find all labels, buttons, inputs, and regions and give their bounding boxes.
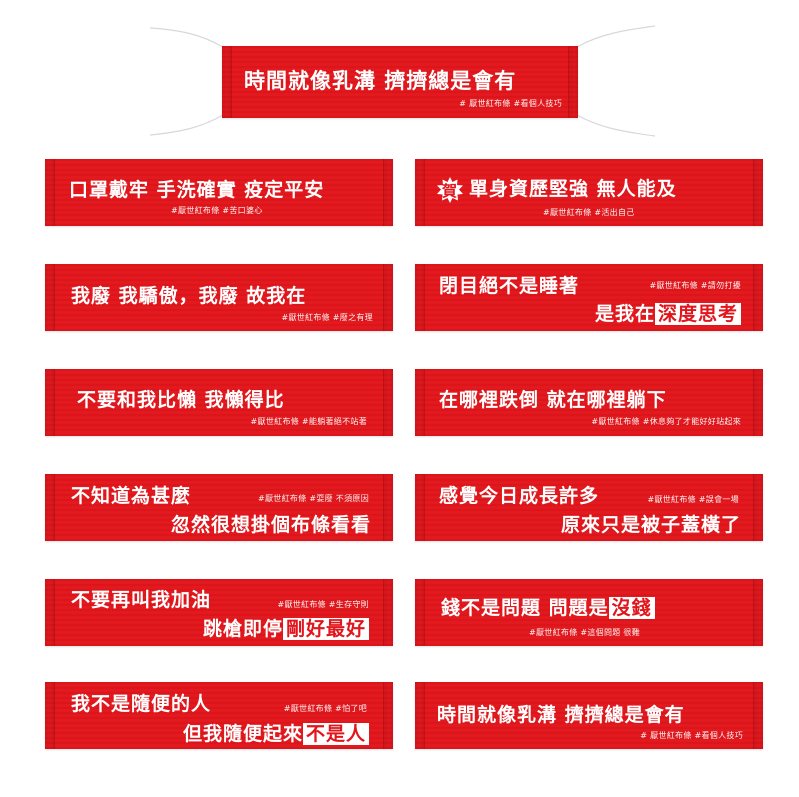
banner-6: 在哪裡跌倒 就在哪裡躺下 #厭世紅布條 #休息夠了才能好好站起來 [415,369,763,436]
banner-12: 時間就像乳溝 擠擠總是會有 # 厭世紅布條 #看個人技巧 [415,682,763,749]
banner-slogan-line2: 但我隨便起來不是人 [183,719,369,746]
banner-slogan-line2: 原來只是被子蓋橫了 [560,514,741,536]
highlight-text: 沒錢 [608,597,655,619]
banner-hashtags: #厭世紅布條 #這個問題 很難 [529,628,640,637]
banner-slogan: 錢不是問題 問題是沒錢 [441,593,655,620]
banner-hashtags: #厭世紅布條 #怕了吧 [283,704,367,713]
highlight-text: 不是人 [302,723,369,745]
banner-hashtags: # 厭世紅布條 #看個人技巧 [459,99,562,108]
banner-slogan: 時間就像乳溝 擠擠總是會有 [437,704,685,726]
banner-slogan: 我廢 我驕傲，我廢 故我在 [71,285,307,307]
banner-slogan-line1: 不要再叫我加油 [71,589,212,611]
banner-slogan: 時間就像乳溝 擠擠總是會有 [244,69,517,93]
banner-hashtags: #厭世紅布條 #休息夠了才能好好站起來 [591,417,741,426]
banner-3: 我廢 我驕傲，我廢 故我在 #厭世紅布條 #廢之有理 [45,264,393,331]
banner-hashtags: #厭世紅布條 #活出自己 [543,208,635,217]
hanging-string-left [150,27,224,136]
banner-10: 錢不是問題 問題是沒錢 #厭世紅布條 #這個問題 很難 [415,579,763,646]
banner-5: 不要和我比懶 我懶得比 #厭世紅布條 #能躺著絕不站著 [45,369,393,436]
banner-9: 不要再叫我加油 #厭世紅布條 #生存守則 跳槍即停剛好最好 [45,579,393,646]
banner-7: 不知道為甚麼 #厭世紅布條 #耍廢 不須原因 忽然很想掛個布條看看 [45,474,393,541]
banner-slogan-line1: 我不是隨便的人 [71,693,212,715]
banner-slogan: 口罩戴牢 手洗確實 疫定平安 [69,179,325,201]
hero-banner: 時間就像乳溝 擠擠總是會有 # 厭世紅布條 #看個人技巧 [222,46,578,118]
banner-2: 賀 單身資歷堅強 無人能及 #厭世紅布條 #活出自己 [415,159,763,226]
banner-slogan-line2: 是我在深度思考 [595,299,741,326]
banner-slogan-line1: 感覺今日成長許多 [439,485,600,507]
banner-hashtags: #厭世紅布條 #能躺著絕不站著 [250,417,367,426]
banner-1: 口罩戴牢 手洗確實 疫定平安 #厭世紅布條 #苦口婆心 [45,159,393,226]
banner-hashtags: #厭世紅布條 #苦口婆心 [171,206,263,215]
hanging-string-right [576,25,655,137]
banner-hashtags: #厭世紅布條 #生存守則 [277,600,369,609]
banner-4: 閉目絕不是睡著 #厭世紅布條 #請勿打擾 是我在深度思考 [415,264,763,331]
banner-slogan: 賀 單身資歷堅強 無人能及 [437,174,677,203]
banner-slogan-text: 單身資歷堅強 無人能及 [469,178,677,200]
banner-hashtags: #厭世紅布條 #請勿打擾 [649,281,741,290]
banner-slogan-line1: 不知道為甚麼 [71,485,192,507]
highlight-text: 深度思考 [654,303,741,325]
banner-hashtags: #厭世紅布條 #誤會一場 [647,495,739,504]
banner-slogan-line2: 跳槍即停剛好最好 [203,614,369,641]
banner-slogan: 不要和我比懶 我懶得比 [77,389,285,411]
banner-slogan: 在哪裡跌倒 就在哪裡躺下 [439,389,667,411]
congrats-badge-icon: 賀 [437,176,463,203]
banner-hashtags: #厭世紅布條 #廢之有理 [281,313,373,322]
highlight-text: 剛好最好 [282,618,369,640]
banner-slogan-line2: 忽然很想掛個布條看看 [170,514,371,536]
banner-slogan-line1: 閉目絕不是睡著 [439,275,580,297]
banner-11: 我不是隨便的人 #厭世紅布條 #怕了吧 但我隨便起來不是人 [45,682,393,749]
banner-8: 感覺今日成長許多 #厭世紅布條 #誤會一場 原來只是被子蓋橫了 [415,474,763,541]
banner-hashtags: # 厭世紅布條 #看個人技巧 [640,731,743,740]
banner-hashtags: #厭世紅布條 #耍廢 不須原因 [258,494,369,503]
